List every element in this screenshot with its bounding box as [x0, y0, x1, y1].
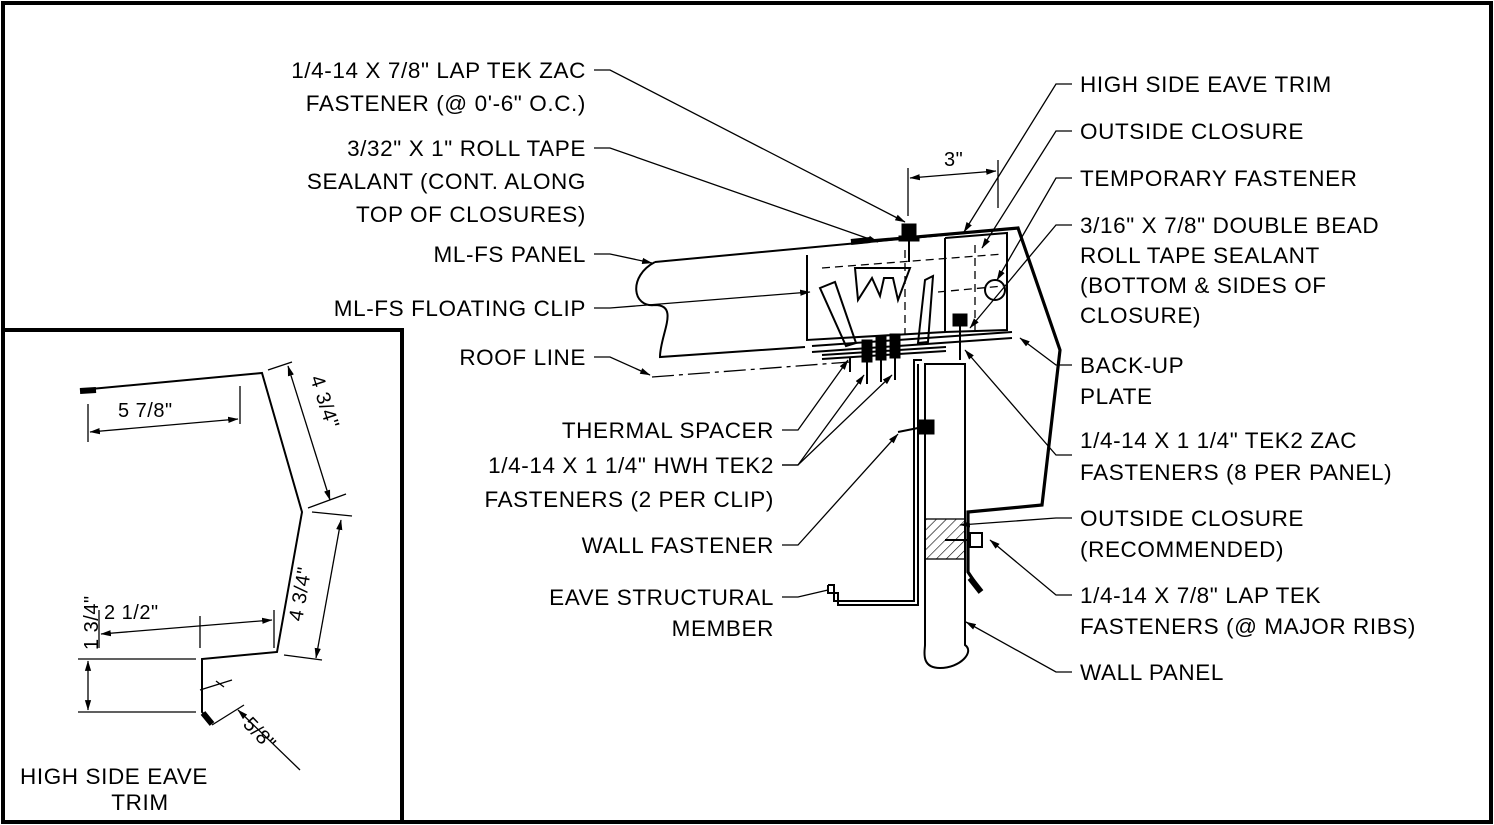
inset-trim-detail: 5 7/8" 4 3/4" 4 3/4" 2 1/2" 1 3/4" 5/8" … [3, 328, 404, 822]
labels-right: HIGH SIDE EAVE TRIM OUTSIDE CLOSURE TEMP… [1080, 72, 1416, 685]
label-backup-2: PLATE [1080, 384, 1153, 409]
dim-trim-top: 5 7/8" [118, 400, 173, 422]
label-ml-fs-panel: ML-FS PANEL [434, 242, 586, 267]
label-double-bead-3: (BOTTOM & SIDES OF [1080, 273, 1327, 298]
label-tek2-zac-2: FASTENERS (8 PER PANEL) [1080, 460, 1392, 485]
dim-trim-step: 2 1/2" [104, 602, 159, 624]
dim-3-inch: 3" [944, 149, 963, 171]
eave-structural-member [827, 359, 922, 606]
leaders-left [594, 69, 906, 598]
label-double-bead-1: 3/16" X 7/8" DOUBLE BEAD [1080, 213, 1379, 238]
floating-clip [853, 267, 912, 304]
clip-fasteners [861, 333, 901, 384]
label-lap-tek-zac-1: 1/4-14 X 7/8" LAP TEK ZAC [291, 58, 586, 83]
temporary-fastener [984, 279, 1006, 301]
label-double-bead-2: ROLL TAPE SEALANT [1080, 243, 1320, 268]
lap-tek-top-fastener [898, 223, 920, 262]
inset-title-line1: HIGH SIDE EAVE [20, 764, 208, 789]
label-lap-tek-zac-2: FASTENER (@ 0'-6" O.C.) [306, 91, 586, 116]
label-ml-fs-clip: ML-FS FLOATING CLIP [334, 296, 586, 321]
label-wall-fastener: WALL FASTENER [582, 533, 774, 558]
inset-title-line2: TRIM [111, 790, 168, 815]
label-eave-struct-1: EAVE STRUCTURAL [549, 585, 774, 610]
lap-tek-wall-fastener [945, 532, 983, 548]
trim-hem [79, 387, 97, 394]
labels-left: 1/4-14 X 7/8" LAP TEK ZAC FASTENER (@ 0'… [291, 58, 774, 641]
label-thermal-spacer: THERMAL SPACER [562, 418, 774, 443]
label-eave-struct-2: MEMBER [672, 616, 774, 641]
label-outside-closure-rec-2: (RECOMMENDED) [1080, 537, 1284, 562]
roof-line [651, 361, 851, 378]
dim-trim-hem: 5/8" [238, 713, 279, 755]
label-hwh-tek2-1: 1/4-14 X 1 1/4" HWH TEK2 [488, 453, 774, 478]
tek2-zac-fastener [952, 313, 968, 360]
eave-trim-main [869, 226, 1062, 591]
label-roof-line: ROOF LINE [459, 345, 586, 370]
label-wall-panel: WALL PANEL [1080, 660, 1224, 685]
label-roll-tape-3: TOP OF CLOSURES) [356, 202, 586, 227]
label-outside-closure-rec-1: OUTSIDE CLOSURE [1080, 506, 1304, 531]
dim-trim-upper-slope: 4 3/4" [305, 373, 343, 432]
label-outside-closure: OUTSIDE CLOSURE [1080, 119, 1304, 144]
label-high-side-eave-trim: HIGH SIDE EAVE TRIM [1080, 72, 1332, 97]
label-lap-tek-ribs-2: FASTENERS (@ MAJOR RIBS) [1080, 614, 1416, 639]
leaders-right [959, 83, 1072, 673]
label-roll-tape-2: SEALANT (CONT. ALONG [307, 169, 586, 194]
label-double-bead-4: CLOSURE) [1080, 303, 1201, 328]
trim-profile [79, 371, 304, 724]
trim-hem-bottom [200, 711, 215, 726]
label-hwh-tek2-2: FASTENERS (2 PER CLIP) [484, 487, 774, 512]
label-tek2-zac-1: 1/4-14 X 1 1/4" TEK2 ZAC [1080, 428, 1357, 453]
wall-fastener [897, 419, 935, 435]
wall-panel [923, 363, 970, 670]
label-lap-tek-ribs-1: 1/4-14 X 7/8" LAP TEK [1080, 583, 1321, 608]
dim-trim-height: 1 3/4" [81, 595, 103, 650]
label-roll-tape-1: 3/32" X 1" ROLL TAPE [347, 136, 586, 161]
label-temporary-fastener: TEMPORARY FASTENER [1080, 166, 1358, 191]
label-backup-1: BACK-UP [1080, 353, 1184, 378]
